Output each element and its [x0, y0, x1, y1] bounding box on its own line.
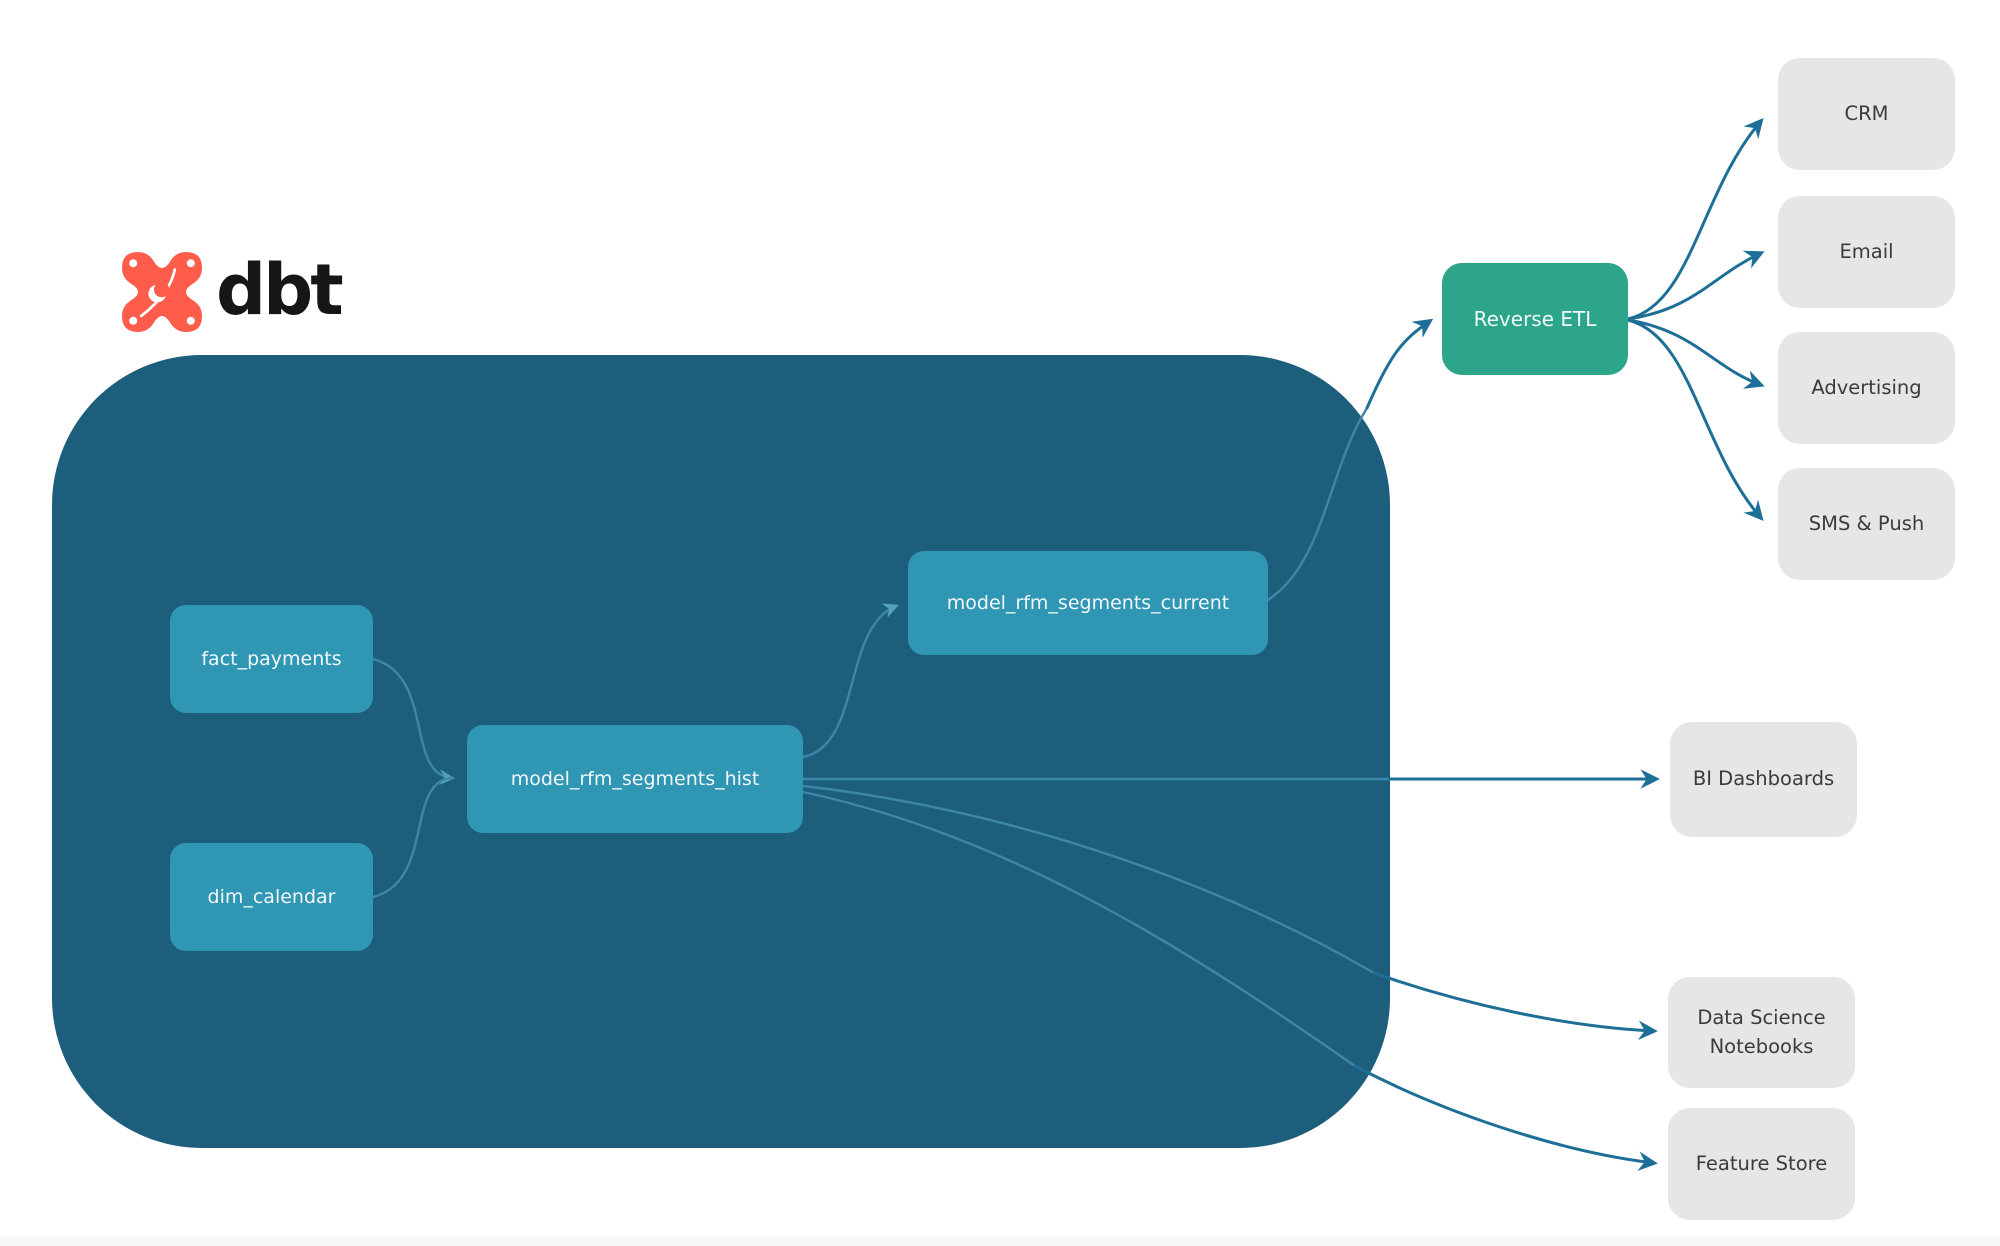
node-crm: CRM	[1778, 58, 1955, 170]
node-fact-payments: fact_payments	[170, 605, 373, 713]
edge-reverse-etl-to-email	[1626, 250, 1765, 321]
node-data-science-notebooks: Data Science Notebooks	[1668, 977, 1855, 1088]
node-feature-store-label: Feature Store	[1695, 1151, 1828, 1175]
node-model-rfm-segments-hist: model_rfm_segments_hist	[467, 725, 803, 833]
node-reverse-etl-label: Reverse ETL	[1473, 307, 1597, 331]
node-data-science-notebooks-label: Data Science Notebooks	[1697, 1006, 1826, 1058]
node-model-rfm-segments-hist-label: model_rfm_segments_hist	[510, 768, 760, 790]
node-sms-push: SMS & Push	[1778, 468, 1955, 580]
node-model-rfm-segments-current: model_rfm_segments_current	[908, 551, 1268, 655]
edge-reverse-etl-to-sms-push	[1626, 318, 1764, 521]
node-bi-dashboards-label: BI Dashboards	[1692, 767, 1835, 791]
node-crm-label: CRM	[1844, 101, 1889, 125]
edge-hist-to-data-science-notebooks	[1372, 971, 1658, 1041]
node-fact-payments-label: fact_payments	[201, 648, 342, 670]
node-dim-calendar-label: dim_calendar	[207, 886, 336, 908]
node-advertising-label: Advertising	[1811, 375, 1922, 399]
node-email: Email	[1778, 196, 1955, 308]
edge-reverse-etl-to-crm	[1626, 118, 1764, 321]
node-sms-push-label: SMS & Push	[1808, 511, 1925, 535]
node-bi-dashboards: BI Dashboards	[1670, 722, 1857, 837]
node-reverse-etl: Reverse ETL	[1442, 263, 1628, 375]
node-model-rfm-segments-current-label: model_rfm_segments_current	[946, 592, 1230, 614]
dbt-star-icon	[122, 252, 202, 332]
node-email-label: Email	[1839, 239, 1894, 263]
edge-hist-to-feature-store	[1353, 1064, 1658, 1171]
edge-current-to-reverse-etl	[1365, 318, 1434, 410]
node-feature-store: Feature Store	[1668, 1108, 1855, 1220]
bottom-strip	[0, 1236, 2000, 1246]
dbt-wordmark: dbt	[216, 249, 344, 331]
edge-reverse-etl-to-advertising	[1626, 318, 1765, 389]
node-dim-calendar: dim_calendar	[170, 843, 373, 951]
dbt-logo: dbt	[122, 249, 344, 334]
node-advertising: Advertising	[1778, 332, 1955, 444]
